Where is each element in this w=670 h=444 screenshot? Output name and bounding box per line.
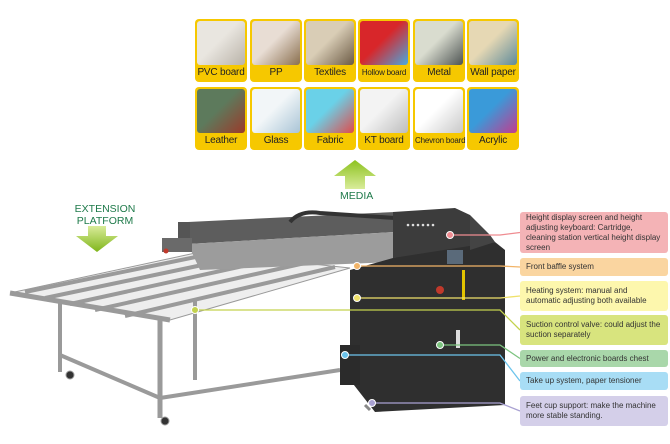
media-label: Acrylic (478, 135, 508, 146)
media-thumbnail (360, 21, 408, 65)
callout-leader-line (345, 354, 521, 382)
media-thumbnail (360, 89, 408, 133)
media-thumbnail (252, 89, 300, 133)
media-label: Hollow board (361, 68, 407, 77)
callout-box: Feet cup support: make the machine more … (520, 396, 668, 426)
media-tile: PVC board (195, 19, 247, 82)
media-label: Glass (263, 135, 289, 146)
media-label: MEDIA (340, 190, 374, 202)
media-tile: Acrylic (467, 87, 519, 150)
media-tile: Leather (195, 87, 247, 150)
media-thumbnail (469, 21, 517, 65)
callout-leader-line (372, 402, 521, 412)
media-tile: KT board (358, 87, 410, 150)
callout-anchor-dot (446, 231, 454, 239)
media-tile: Fabric (304, 87, 356, 150)
callout-leader-line (357, 295, 521, 299)
media-thumbnail (306, 21, 354, 65)
media-tile: Hollow board (358, 19, 410, 82)
media-arrow-icon (334, 160, 376, 189)
extension-line1: EXTENSION (74, 203, 136, 215)
media-label: PVC board (197, 67, 245, 78)
media-label: Textiles (314, 67, 346, 78)
media-thumbnail (415, 89, 463, 133)
extension-line2: PLATFORM (76, 215, 134, 227)
media-label: Wall paper (470, 67, 516, 78)
media-thumbnail (252, 21, 300, 65)
callout-box: Suction control valve: could adjust the … (520, 315, 668, 345)
media-thumbnail (197, 89, 245, 133)
callout-box: Height display screen and height adjusti… (520, 212, 668, 253)
media-tile: Glass (250, 87, 302, 150)
media-thumbnail (415, 21, 463, 65)
media-label: Fabric (316, 135, 344, 146)
extension-platform (9, 251, 351, 426)
media-label: Metal (427, 67, 451, 78)
media-tile: PP (250, 19, 302, 82)
callout-anchor-dot (436, 341, 444, 349)
callout-box: Power and electronic boards chest (520, 350, 668, 367)
media-thumbnail (197, 21, 245, 65)
callout-leader-line (195, 309, 521, 331)
callout-text: Feet cup support: make the machine more … (526, 401, 656, 420)
callout-text: Heating system: manual and automatic adj… (526, 286, 647, 305)
callout-anchor-dot (341, 351, 349, 359)
callout-leader-line (450, 231, 521, 236)
media-tile: Chevron board (413, 87, 466, 150)
callout-text: Power and electronic boards chest (526, 353, 649, 363)
printer-body (340, 208, 505, 412)
media-label: Chevron board (415, 136, 466, 145)
callout-box: Heating system: manual and automatic adj… (520, 281, 668, 311)
media-tile: Textiles (304, 19, 356, 82)
callout-text: Height display screen and height adjusti… (526, 212, 661, 252)
gantry-beam (162, 210, 396, 270)
callout-text: Front baffle system (526, 262, 594, 271)
media-label: Leather (204, 135, 238, 146)
callout-anchor-dot (353, 294, 361, 302)
callout-box: Front baffle system (520, 258, 668, 276)
callout-leader-line (440, 344, 521, 360)
extension-arrow-icon (76, 226, 118, 252)
callout-anchor-dot (191, 306, 199, 314)
callout-text: Take up system, paper tensioner (526, 376, 642, 385)
callout-box: Take up system, paper tensioner (520, 372, 668, 390)
media-thumbnail (306, 89, 354, 133)
media-thumbnail (469, 89, 517, 133)
callout-text: Suction control valve: could adjust the … (526, 320, 661, 339)
extension-platform-label: EXTENSION PLATFORM (70, 203, 140, 227)
callout-anchor-dot (353, 262, 361, 270)
media-tile: Wall paper (467, 19, 519, 82)
media-tile: Metal (413, 19, 465, 82)
media-label: KT board (364, 135, 404, 146)
callout-anchor-dot (368, 399, 376, 407)
callout-leader-line (357, 265, 521, 268)
media-label: PP (269, 67, 283, 78)
